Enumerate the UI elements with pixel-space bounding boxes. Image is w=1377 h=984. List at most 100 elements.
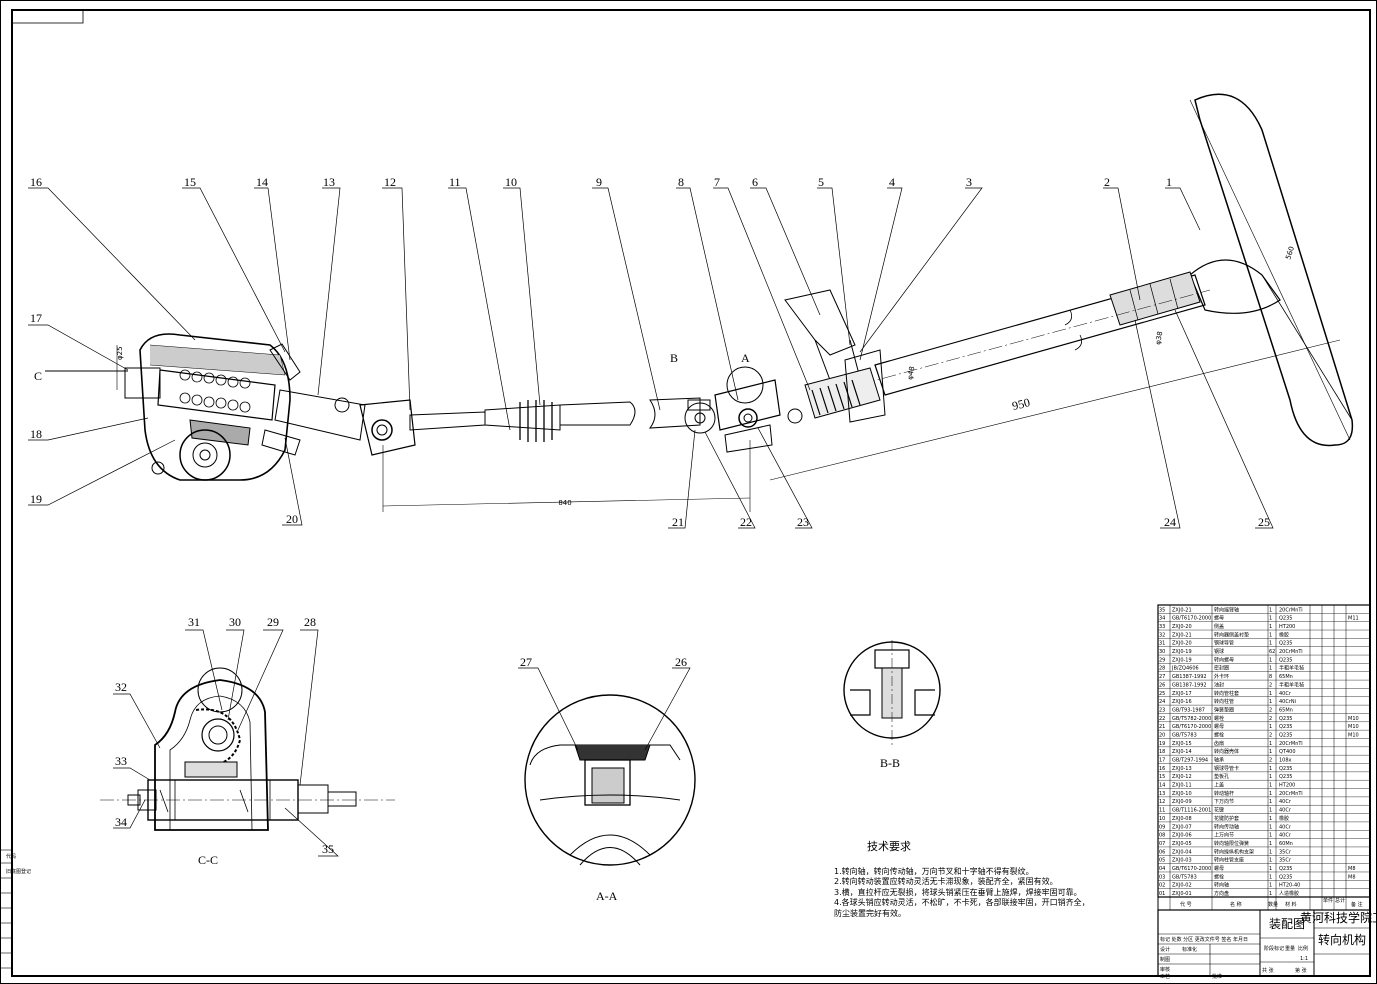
bom-cell: Q235 [1279, 732, 1292, 738]
cc-leaders [113, 629, 339, 857]
bom-header-single: 单件 [1323, 897, 1333, 904]
bom-cell: ZXJ0-03 [1172, 858, 1192, 864]
bom-cell: 上万向节 [1214, 832, 1234, 839]
callout-10: 10 [505, 175, 517, 189]
bom-cell: Q235 [1279, 866, 1292, 872]
bom-cell: 转动轴杆 [1214, 790, 1234, 797]
callout-3: 3 [966, 175, 972, 189]
dim-48: φ48 [906, 366, 916, 381]
bom-cell: 19 [1159, 741, 1165, 747]
part-name: 转向机构 [1318, 932, 1366, 947]
intermediate-shaft [559, 397, 701, 429]
bom-cell: 橡胶 [1279, 815, 1289, 822]
review-label: 审核 [1160, 966, 1170, 973]
bom-cell: 1 [1269, 632, 1272, 638]
corner-box [11, 9, 84, 24]
bom-cell: ZXJ0-20 [1172, 641, 1192, 647]
bom-cell: 23 [1159, 707, 1165, 713]
bom-cell: 60Mn [1279, 841, 1293, 847]
spline-boot [484, 400, 561, 442]
bom-cell: 半粗羊毛毡 [1279, 665, 1304, 672]
callout-28: 28 [304, 615, 316, 629]
bom-cell: 40Cr [1279, 808, 1292, 814]
bom-cell: 1 [1269, 741, 1272, 747]
bom-cell: 22 [1159, 716, 1165, 722]
bom-header-remark: 备 注 [1351, 901, 1363, 908]
bom-cell: 24 [1159, 699, 1165, 705]
bom-cell: ZXJ0-20 [1172, 624, 1192, 630]
callout-9: 9 [596, 175, 602, 189]
bom-header-material: 材 料 [1285, 901, 1297, 908]
bom-cell: Q235 [1279, 766, 1292, 772]
section-mark-b: B [670, 351, 678, 365]
bom-cell: 14 [1159, 783, 1165, 789]
total-sheets: 共 张 [1262, 967, 1274, 974]
bom-cell: 15 [1159, 774, 1165, 780]
bom-cell: 06 [1159, 849, 1165, 855]
callout-20: 20 [286, 512, 298, 526]
bom-cell: 钢球导管卡 [1214, 765, 1239, 772]
upper-joint-spring [804, 349, 886, 423]
bom-cell: 1 [1269, 783, 1272, 789]
stage-label: 阶段标记 [1264, 945, 1284, 952]
bom-cell: 16 [1159, 766, 1165, 772]
callout-25: 25 [1258, 515, 1270, 529]
bom-cell: 螺栓 [1214, 873, 1224, 880]
bom-cell: ZXJ0-21 [1172, 632, 1192, 638]
bom-cell: ZXJ0-10 [1172, 791, 1192, 797]
bom-cell: ZXJ0-01 [1172, 891, 1192, 897]
bom-cell: 1 [1269, 691, 1272, 697]
bom-cell: 01 [1159, 891, 1165, 897]
bom-cell: 04 [1159, 866, 1165, 872]
bom-cell: ZXJ0-08 [1172, 816, 1192, 822]
bom-cell: 26 [1159, 682, 1165, 688]
bom-header-row: 代 号 名 称 数量 材 料 单件 总计 备 注 [1180, 897, 1363, 908]
callout-31: 31 [188, 615, 200, 629]
bom-cell: 18 [1159, 749, 1165, 755]
bom-cell: 1 [1269, 858, 1272, 864]
bom-cell: ZXJ0-09 [1172, 799, 1192, 805]
bom-cell: GB/T297-1994 [1172, 758, 1208, 764]
notes-title: 技术要求 [867, 840, 911, 853]
callout-15: 15 [184, 175, 196, 189]
school-name: 黄河科技学院工 [1300, 910, 1377, 925]
bom-cell: 27 [1159, 674, 1165, 680]
bom-cell: 花键防护套 [1214, 815, 1239, 822]
bom-cell: Q235 [1279, 716, 1292, 722]
bom-cell: ZXJ0-19 [1172, 649, 1192, 655]
lower-universal-joint [334, 397, 416, 456]
bom-cell: GB1387-1992 [1172, 674, 1207, 680]
bom-cell: 转向螺母 [1214, 656, 1234, 663]
bom-cell: 钢球 [1214, 648, 1224, 655]
bom-cell: 13 [1159, 791, 1165, 797]
callout-6: 6 [752, 175, 758, 189]
scale-value: 1:1 [1300, 956, 1308, 962]
cc-callouts: 28 29 30 31 32 33 34 35 C-C [115, 615, 334, 867]
side-strip-code: 代码 [6, 853, 16, 860]
section-view-cc [100, 667, 395, 831]
bom-cell: 1 [1269, 824, 1272, 830]
callout-24: 24 [1164, 515, 1176, 529]
bom-cell: 转向柱管支座 [1214, 857, 1244, 864]
bom-cell: 34 [1159, 616, 1165, 622]
bom-cell: 1 [1269, 624, 1272, 630]
dim-840: 840 [558, 499, 571, 507]
bom-cell: 油封 [1214, 681, 1224, 688]
bom-cell: 08 [1159, 833, 1165, 839]
bom-cell: HT200 [1279, 783, 1295, 789]
callout-27: 27 [520, 655, 532, 669]
bom-cell: 30 [1159, 649, 1165, 655]
inner-frame [11, 9, 1371, 977]
approve-label: 批准 [1212, 973, 1222, 980]
bom-cell: GB/T6170-2000 [1172, 616, 1211, 622]
callout-23: 23 [797, 515, 809, 529]
callout-18: 18 [30, 427, 42, 441]
bom-cell: 1 [1269, 883, 1272, 889]
note-item-1: 1.转向轴，转向传动轴，万向节叉和十字轴不得有裂纹。 [834, 866, 1034, 876]
bom-header-total: 总计 [1335, 897, 1345, 904]
bom-cell: 25 [1159, 691, 1165, 697]
bom-cell: Q235 [1279, 774, 1292, 780]
bom-cell: Q235 [1279, 874, 1292, 880]
bom-cell: 35Cr [1279, 849, 1292, 855]
bom-cell: 02 [1159, 883, 1165, 889]
